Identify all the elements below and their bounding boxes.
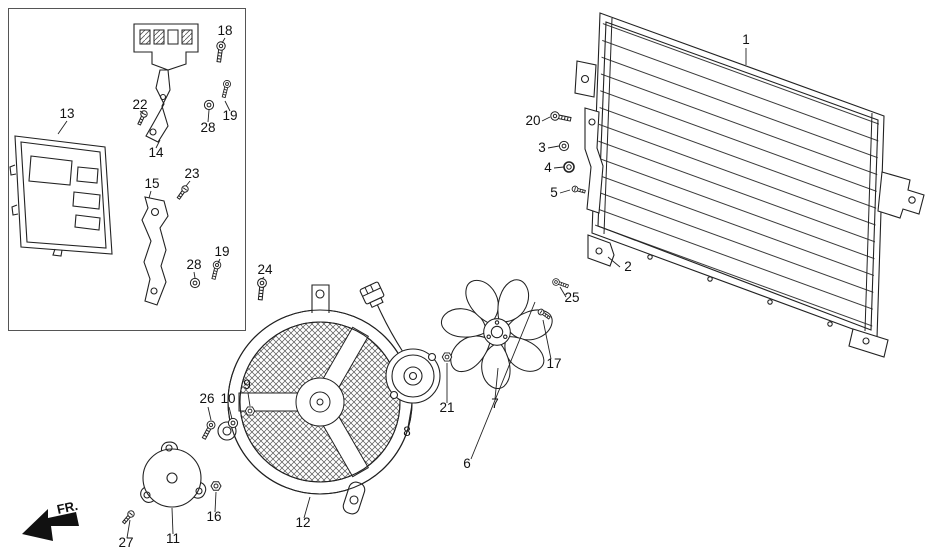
callout-10: 10 <box>220 391 235 406</box>
callout-2: 2 <box>624 259 632 274</box>
callout-28-a: 28 <box>200 120 215 135</box>
fr-direction-indicator: FR. <box>22 498 79 541</box>
condenser-left-stay <box>584 107 604 214</box>
seal-plate-part-13 <box>9 135 113 257</box>
callout-1: 1 <box>742 32 750 47</box>
callout-7: 7 <box>491 396 499 411</box>
cooling-fan-part-7 <box>437 274 553 392</box>
callout-14: 14 <box>148 145 164 160</box>
callout-3: 3 <box>538 140 546 155</box>
callout-5: 5 <box>550 185 558 200</box>
callout-4: 4 <box>544 160 552 175</box>
bracket-part-14 <box>133 23 199 143</box>
callout-24: 24 <box>257 262 273 277</box>
callout-28-b: 28 <box>186 257 201 272</box>
leader-lines <box>57 37 747 539</box>
callout-15: 15 <box>144 176 159 191</box>
fan-shroud-part-12 <box>217 284 413 515</box>
callout-21: 21 <box>439 400 454 415</box>
callout-12: 12 <box>295 515 310 530</box>
bracket-part-15 <box>141 196 169 306</box>
bracket-15-fasteners <box>175 184 268 301</box>
callout-11: 11 <box>166 531 180 546</box>
callout-26: 26 <box>199 391 214 406</box>
callout-16: 16 <box>206 509 221 524</box>
motor-harness-wire <box>376 303 404 353</box>
mount-plate-part-11 <box>140 441 207 508</box>
condenser-right-bracket <box>877 171 925 219</box>
callout-25: 25 <box>564 290 579 305</box>
callout-9: 9 <box>243 377 251 392</box>
callout-6: 6 <box>463 456 471 471</box>
callout-17: 17 <box>546 356 561 371</box>
callout-23: 23 <box>184 166 199 181</box>
fr-direction-arrow-icon <box>22 509 79 541</box>
callout-13: 13 <box>59 106 74 121</box>
callout-18: 18 <box>217 23 232 38</box>
fan-motor-part-8 <box>359 281 441 404</box>
callouts: 18 22 28 19 13 14 15 23 28 19 24 20 3 4 … <box>59 23 749 550</box>
callout-8: 8 <box>403 424 411 439</box>
callout-27: 27 <box>118 535 133 550</box>
fr-label: FR. <box>56 498 80 517</box>
fan-nut-part-21 <box>441 352 453 362</box>
condenser-part-1 <box>574 12 925 358</box>
callout-19-b: 19 <box>214 244 229 259</box>
condenser-upper-bracket <box>574 60 597 98</box>
harness-connector <box>359 281 385 309</box>
callout-19-a: 19 <box>222 108 237 123</box>
nut-part-16 <box>210 481 222 491</box>
screw-part-27 <box>120 508 137 526</box>
callout-20: 20 <box>525 113 540 128</box>
callout-22: 22 <box>132 97 147 112</box>
inset-frame <box>8 8 246 331</box>
condenser-stay-fasteners <box>549 110 587 195</box>
